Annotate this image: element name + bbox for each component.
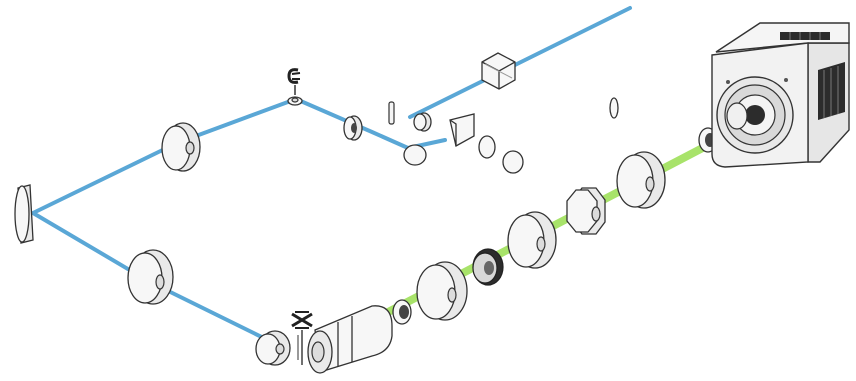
blue-beam-upper	[408, 6, 632, 119]
filter-wheel	[472, 248, 504, 286]
mirror-left	[14, 184, 34, 244]
camera-side-vents	[818, 62, 845, 120]
small-lens-center	[343, 115, 363, 141]
objective	[255, 305, 393, 374]
lens-upper	[161, 122, 201, 172]
relay-ring-1	[392, 299, 412, 325]
camera-top-vents	[780, 32, 830, 40]
relay-lens-3	[566, 187, 606, 235]
relay-lenses	[392, 127, 718, 325]
stage-symbol	[291, 311, 313, 365]
beam-splitter-cube	[481, 52, 516, 90]
slit-optic	[388, 101, 395, 125]
small-optic-right	[609, 97, 619, 119]
periscope-mirror	[287, 68, 303, 106]
prism-cluster	[403, 112, 524, 174]
relay-lens-2	[507, 211, 557, 269]
lens-lower	[127, 249, 174, 305]
camera	[711, 22, 850, 168]
blue-beam	[31, 6, 632, 349]
relay-lens-1	[416, 261, 468, 321]
relay-lens-4	[616, 151, 666, 209]
